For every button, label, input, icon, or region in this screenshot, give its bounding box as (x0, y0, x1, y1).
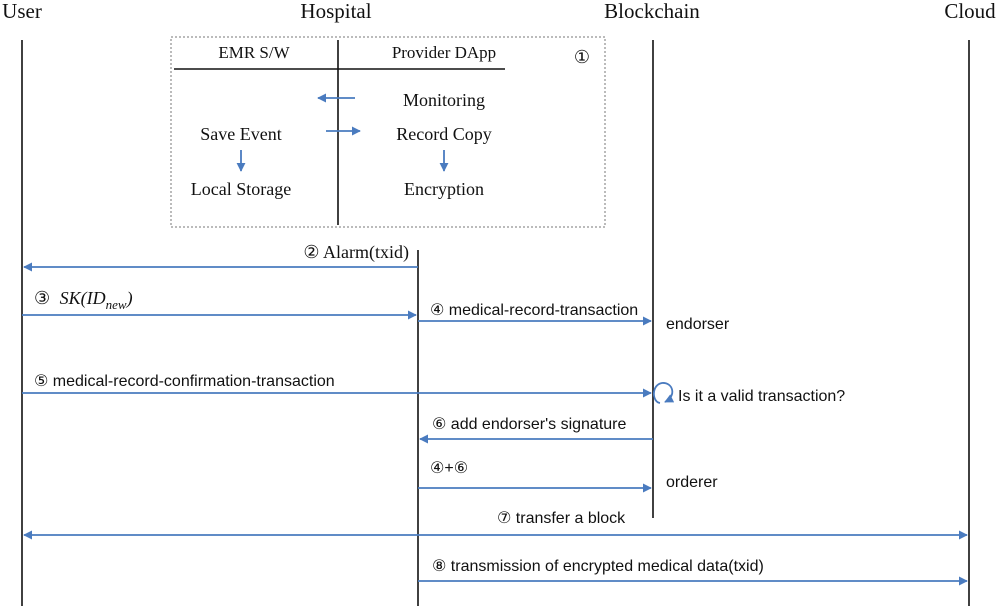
alarm-label: ② Alarm(txid) (303, 242, 409, 263)
local-storage-label: Local Storage (191, 179, 291, 199)
actor-blockchain: Blockchain (604, 0, 700, 23)
box-right-title: Provider DApp (392, 43, 496, 62)
sk-subscript: new (106, 297, 127, 312)
confirmation-tx-label: ⑤ medical-record-confirmation-transactio… (34, 373, 335, 390)
process-box-border (170, 36, 606, 228)
endorser-note: endorser (666, 316, 730, 333)
medical-record-tx-label: ④ medical-record-transaction (430, 302, 638, 319)
orderer-note: orderer (666, 474, 718, 491)
actor-hospital: Hospital (300, 0, 371, 23)
sk-step-number: ③ (34, 288, 50, 308)
add-signature-label: ⑥ add endorser's signature (432, 416, 627, 433)
combined-label: ④+⑥ (430, 460, 468, 477)
self-check-loop (652, 382, 675, 404)
record-copy-label: Record Copy (396, 124, 491, 144)
valid-transaction-note: Is it a valid transaction? (678, 388, 845, 405)
transmission-label: ⑧ transmission of encrypted medical data… (432, 558, 764, 575)
sk-label: ③ SK(IDnew) (34, 288, 133, 312)
box-step-number: ① (574, 47, 590, 67)
sk-main: SK(ID (60, 288, 106, 309)
save-event-label: Save Event (200, 124, 281, 144)
process-box: ① EMR S/W Provider DApp Monitoring Save … (170, 36, 606, 228)
actor-user: User (2, 0, 42, 23)
encryption-label: Encryption (404, 179, 484, 199)
transfer-block-label: ⑦ transfer a block (497, 510, 626, 527)
sk-close: ) (126, 288, 133, 309)
monitoring-label: Monitoring (403, 90, 485, 110)
box-left-title: EMR S/W (218, 43, 290, 62)
actor-cloud: Cloud (944, 0, 996, 23)
